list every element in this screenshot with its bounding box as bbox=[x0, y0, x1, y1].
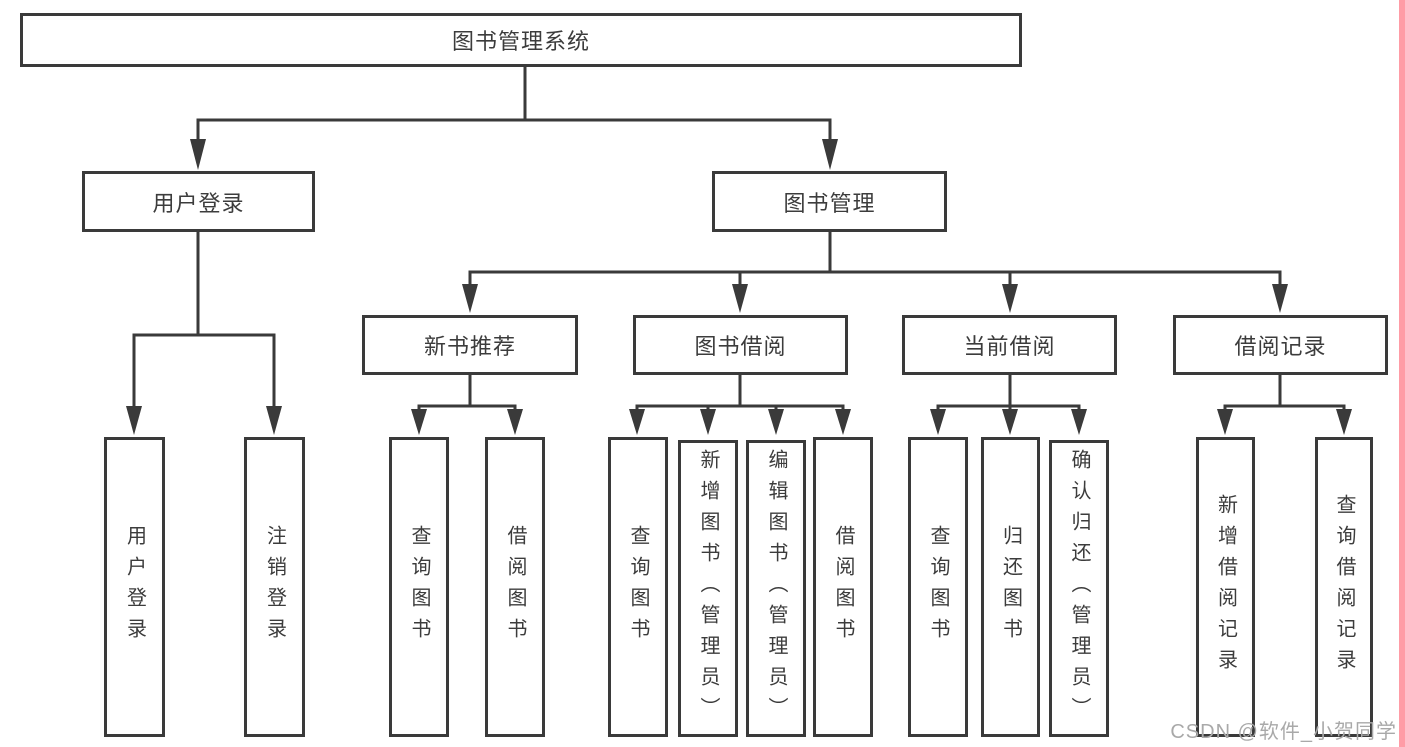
node-label: 查询借阅记录 bbox=[1333, 494, 1355, 680]
node-user-login-leaf: 用户登录 bbox=[104, 437, 165, 737]
node-current-confirm-return-admin: 确认归还（管理员） bbox=[1049, 440, 1109, 737]
node-label: 注销登录 bbox=[263, 525, 286, 649]
node-label: 确认归还（管理员） bbox=[1068, 449, 1090, 728]
node-logout: 注销登录 bbox=[244, 437, 305, 737]
node-label: 归还图书 bbox=[999, 525, 1022, 649]
node-new-book-recommendation: 新书推荐 bbox=[362, 315, 578, 375]
node-borrowing-add-books-admin: 新增图书（管理员） bbox=[678, 440, 738, 737]
node-library-management-system: 图书管理系统 bbox=[20, 13, 1022, 67]
node-user-login: 用户登录 bbox=[82, 171, 315, 232]
node-book-management: 图书管理 bbox=[712, 171, 947, 232]
csdn-watermark: CSDN @软件_小贺同学 bbox=[1170, 721, 1397, 743]
node-current-return-books: 归还图书 bbox=[981, 437, 1040, 737]
node-records-query-borrow-record: 查询借阅记录 bbox=[1315, 437, 1373, 737]
node-current-borrowing: 当前借阅 bbox=[902, 315, 1117, 375]
node-label: 新增借阅记录 bbox=[1214, 494, 1237, 680]
node-book-borrowing: 图书借阅 bbox=[633, 315, 848, 375]
node-label: 当前借阅 bbox=[963, 334, 1056, 359]
node-label: 借阅图书 bbox=[504, 525, 526, 649]
node-label: 新增图书（管理员） bbox=[697, 449, 719, 728]
node-label: 查询图书 bbox=[927, 525, 949, 649]
node-label: 编辑图书（管理员） bbox=[765, 449, 787, 728]
node-label: 新书推荐 bbox=[423, 334, 516, 359]
node-records-add-borrow-record: 新增借阅记录 bbox=[1196, 437, 1255, 737]
node-label: 借阅记录 bbox=[1234, 334, 1327, 359]
node-label: 图书管理系统 bbox=[451, 29, 590, 54]
node-recommend-borrow-books: 借阅图书 bbox=[485, 437, 545, 737]
node-label: 借阅图书 bbox=[832, 525, 854, 649]
node-borrowing-edit-books-admin: 编辑图书（管理员） bbox=[746, 440, 806, 737]
node-borrowing-borrow-books: 借阅图书 bbox=[813, 437, 873, 737]
node-current-query-books: 查询图书 bbox=[908, 437, 968, 737]
node-label: 图书借阅 bbox=[694, 334, 787, 359]
node-recommend-query-books: 查询图书 bbox=[389, 437, 449, 737]
node-borrowing-records: 借阅记录 bbox=[1173, 315, 1388, 375]
node-borrowing-query-books: 查询图书 bbox=[608, 437, 668, 737]
right-edge-strip bbox=[1399, 0, 1405, 747]
node-label: 图书管理 bbox=[783, 190, 876, 216]
node-label: 用户登录 bbox=[152, 190, 245, 216]
node-label: 查询图书 bbox=[408, 525, 430, 649]
node-label: 查询图书 bbox=[627, 525, 649, 649]
node-label: 用户登录 bbox=[123, 525, 146, 649]
